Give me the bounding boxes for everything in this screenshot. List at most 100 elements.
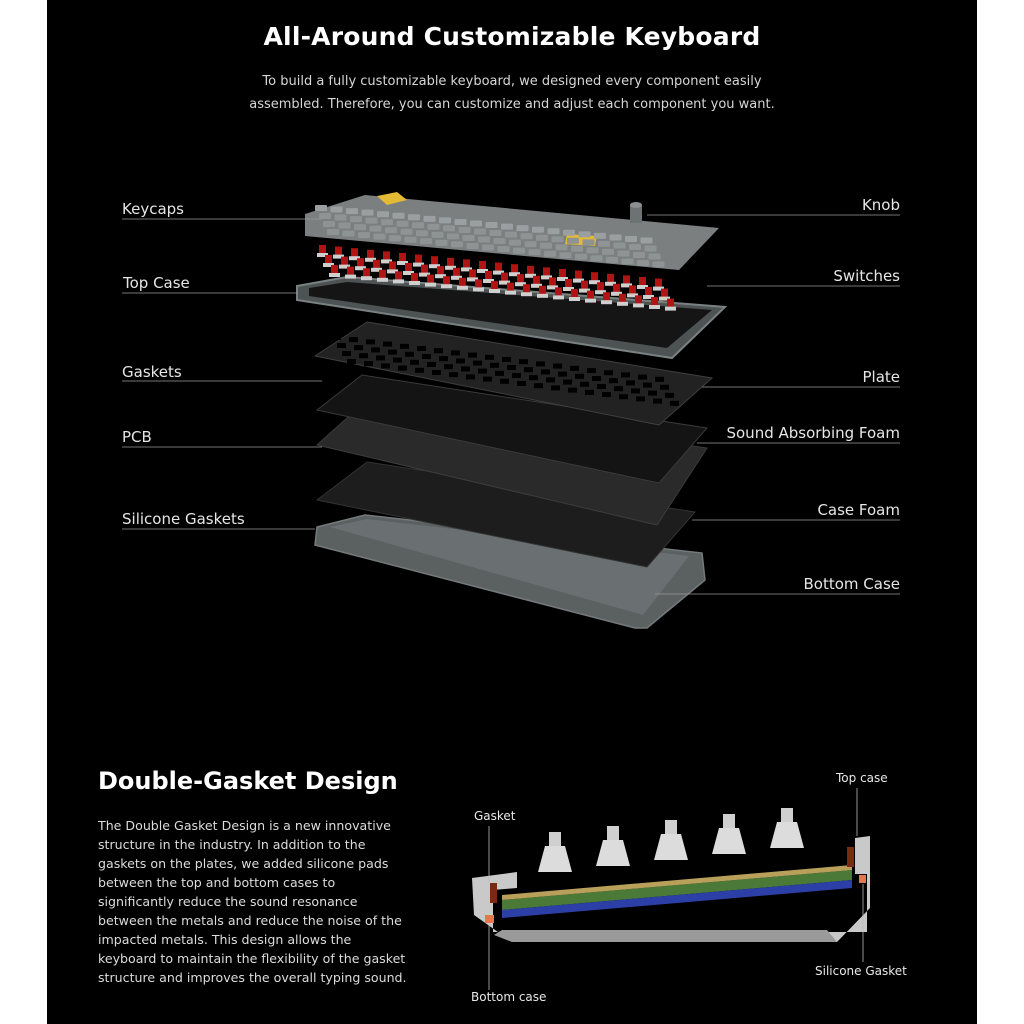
plate-hole: [432, 370, 441, 375]
plate-hole: [587, 368, 596, 373]
keycap: [470, 220, 482, 227]
switch-housing: [541, 275, 552, 280]
switch: [645, 287, 652, 296]
switch-housing: [451, 275, 462, 280]
keycap: [559, 252, 572, 259]
keycap: [575, 253, 587, 260]
plate-hole: [536, 361, 545, 367]
keycap: [493, 238, 506, 245]
keycap: [644, 245, 657, 252]
switch-housing: [515, 282, 526, 287]
plate-hole: [643, 382, 652, 388]
plate-hole: [524, 367, 533, 373]
keycap: [489, 230, 502, 237]
switch-housing: [547, 285, 558, 290]
switch: [367, 249, 374, 259]
switch-housing: [387, 269, 398, 274]
switch-housing: [521, 292, 532, 297]
keycap: [396, 220, 409, 227]
switch-housing: [509, 272, 520, 277]
keycap: [365, 217, 378, 224]
switch-housing: [477, 269, 488, 273]
keycap: [590, 255, 603, 262]
keycap: [586, 247, 599, 254]
plate-hole: [434, 348, 443, 354]
switch-housing: [659, 296, 670, 301]
plate-hole: [364, 361, 373, 367]
keycap: [513, 247, 525, 254]
keycap: [578, 231, 591, 238]
switch: [341, 256, 348, 266]
switch-housing: [365, 257, 376, 262]
plate-hole: [427, 362, 436, 367]
switch: [667, 298, 674, 308]
switch: [507, 282, 514, 292]
gasket-cross-section: [472, 788, 870, 990]
keycap: [640, 237, 653, 244]
keycap: [330, 206, 343, 213]
switch-housing: [361, 276, 372, 281]
switch: [655, 278, 662, 288]
keycap: [454, 218, 467, 225]
switch-housing: [333, 254, 344, 259]
keycap: [509, 239, 521, 246]
switch-housing: [329, 273, 340, 277]
switch-housing: [419, 272, 430, 277]
plate-hole: [665, 392, 674, 398]
keycap: [536, 234, 548, 241]
plate-hole: [332, 335, 341, 340]
switch: [661, 288, 668, 298]
switch: [459, 277, 466, 287]
switch-housing: [457, 285, 468, 290]
keycap: [435, 239, 448, 246]
switch: [399, 253, 406, 262]
switch-housing: [643, 295, 654, 299]
plate-hole: [417, 346, 426, 351]
plate-hole: [580, 381, 589, 387]
plate-hole: [456, 358, 465, 364]
cross-section-switch-housing: [712, 828, 746, 854]
plate-hole: [405, 351, 414, 357]
label-silicone-gaskets: Silicone Gaskets: [122, 510, 245, 528]
plate-hole: [400, 343, 409, 349]
switch: [411, 273, 418, 282]
switch-housing: [621, 283, 632, 288]
label-sound-absorbing-foam: Sound Absorbing Foam: [726, 424, 900, 442]
switch: [511, 264, 518, 274]
cross-section-switch-housing: [770, 822, 804, 848]
plate-hole: [619, 394, 628, 400]
switch-housing: [339, 264, 350, 269]
switch-housing: [595, 290, 606, 295]
switch: [651, 297, 658, 306]
label-gaskets: Gaskets: [122, 363, 182, 381]
switch-housing: [573, 278, 584, 283]
label-silicone-gasket-cross: Silicone Gasket: [815, 964, 907, 978]
plate-hole: [388, 349, 397, 355]
switch: [591, 272, 598, 282]
plate-hole: [592, 376, 601, 381]
cross-section-switch-housing: [538, 846, 572, 872]
keycap: [447, 233, 459, 240]
switch: [571, 289, 578, 298]
keycap: [606, 256, 618, 263]
plate-holes: [332, 335, 679, 406]
keycap: [443, 225, 455, 232]
keycap: [342, 230, 355, 237]
switch-housing: [409, 281, 420, 285]
switch-housing: [323, 263, 334, 267]
switch-housing: [441, 284, 452, 289]
switch: [491, 281, 498, 290]
plate-hole: [502, 357, 511, 362]
plate-hole: [383, 341, 392, 347]
plate-hole: [381, 363, 390, 369]
switch: [405, 263, 412, 272]
switch: [581, 280, 588, 290]
switch-housing: [563, 287, 574, 291]
keycap: [482, 244, 494, 251]
keycap: [571, 245, 583, 252]
plate-hole: [512, 373, 521, 378]
keycap: [555, 244, 568, 251]
plate-hole: [415, 367, 424, 373]
right-leader-lines: [647, 214, 900, 595]
plate-hole: [648, 390, 657, 396]
